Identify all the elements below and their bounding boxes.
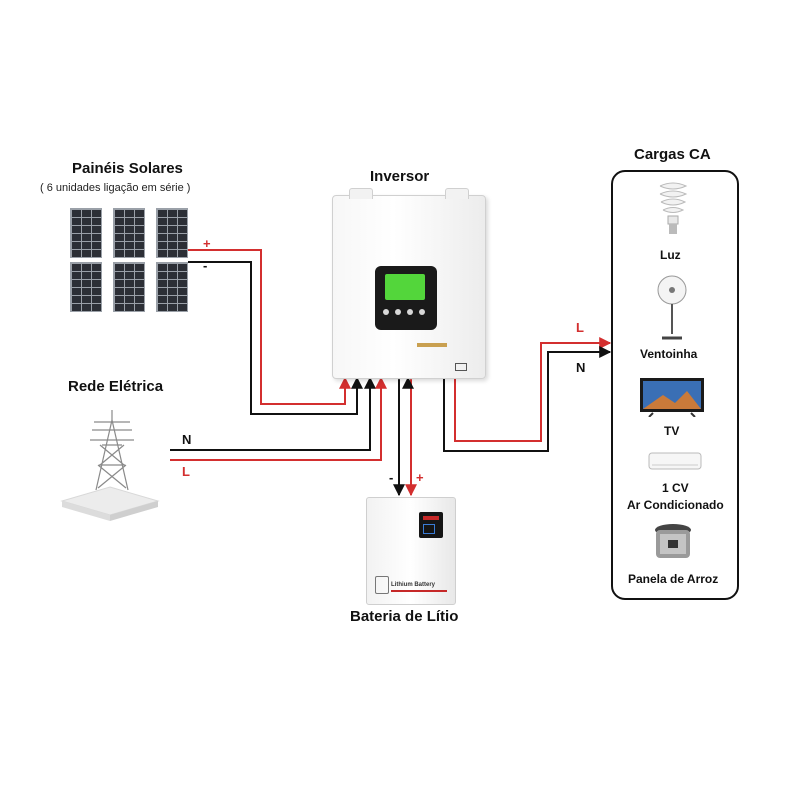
solar-panel (156, 208, 188, 258)
battery-minus-mark: - (389, 470, 394, 485)
bulb-icon (659, 182, 688, 234)
inverter-button (419, 309, 425, 315)
load-n-mark: N (576, 360, 586, 375)
grid-n-mark: N (182, 432, 192, 447)
tower-platform-icon (60, 486, 160, 521)
lithium-battery-device: Lithium Battery (366, 497, 456, 605)
inverter-button (407, 309, 413, 315)
battery-plus-mark: + (416, 470, 424, 485)
inverter-device (332, 188, 486, 379)
load-label-ventoinha: Ventoinha (640, 347, 698, 361)
load-line-wire (454, 337, 612, 442)
load-neutral-wire (443, 346, 612, 452)
battery-brand-label: Lithium Battery (391, 582, 436, 588)
grid-line-wire (170, 376, 387, 461)
solar-negative-wire (188, 261, 363, 415)
grid-l-mark: L (182, 464, 190, 479)
power-tower-icon (90, 410, 134, 491)
battery-level-icon (375, 576, 389, 594)
mount-tab (349, 188, 373, 199)
load-label-ar-condicionado: Ar Condicionado (627, 498, 724, 512)
battery-display (419, 512, 443, 538)
solar-positive-wire (188, 249, 351, 405)
grid-neutral-wire (170, 376, 376, 451)
load-label-tv: TV (664, 424, 680, 438)
solar-plus-mark: + (203, 236, 211, 251)
battery-stripe (391, 590, 447, 592)
inverter-title: Inversor (370, 168, 430, 185)
load-label-luz: Luz (660, 248, 681, 262)
solar-panel (70, 208, 102, 258)
solar-panel (70, 262, 102, 312)
lcd-display (385, 274, 425, 300)
inverter-panel (375, 266, 437, 330)
ac-loads-title: Cargas CA (634, 146, 711, 163)
load-l-mark: L (576, 320, 584, 335)
battery-title: Bateria de Lítio (350, 608, 459, 625)
rice-cooker-icon (655, 524, 691, 558)
load-label-panela-de-arroz: Panela de Arroz (628, 572, 719, 586)
ac-loads-box (611, 170, 739, 600)
brand-logo-icon (417, 343, 447, 347)
fan-icon (657, 275, 687, 340)
inverter-button (383, 309, 389, 315)
solar-panels-title: Painéis Solares (72, 160, 183, 177)
inverter-button (395, 309, 401, 315)
load-label-1cv: 1 CV (662, 481, 689, 495)
air-conditioner-icon (648, 452, 702, 470)
solar-panel (156, 262, 188, 312)
grid-title: Rede Elétrica (68, 378, 164, 395)
solar-panel (113, 262, 145, 312)
solar-panel (113, 208, 145, 258)
solar-panels-subtitle: ( 6 unidades ligação em série ) (40, 182, 191, 194)
tv-icon (640, 378, 704, 417)
mount-tab (445, 188, 469, 199)
solar-minus-mark: - (203, 258, 208, 273)
certification-mark-icon (455, 363, 467, 371)
